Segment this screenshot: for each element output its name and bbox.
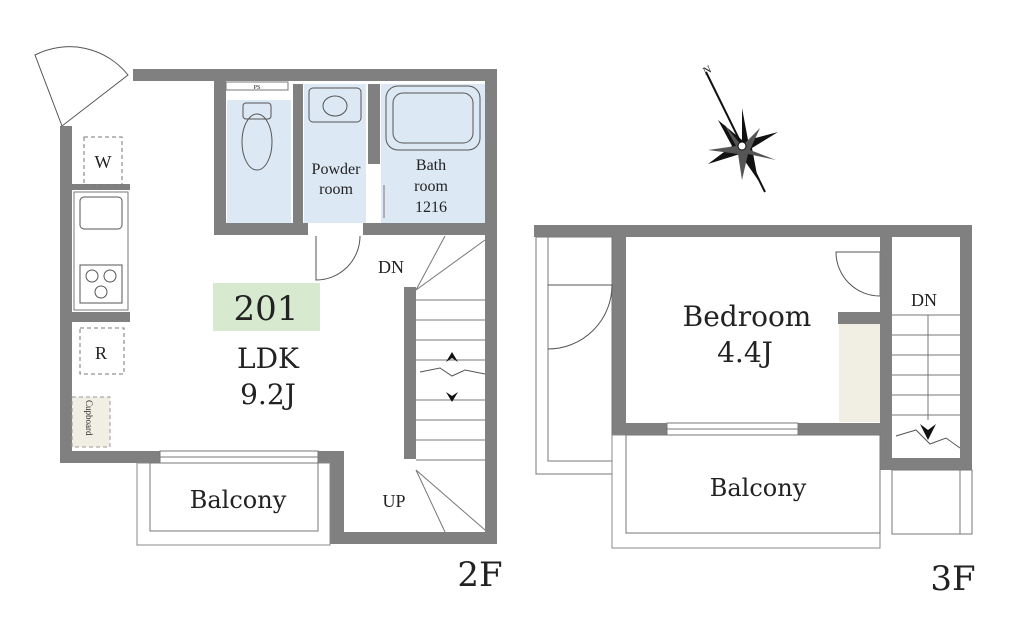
bath-size: 1216 [415, 199, 447, 216]
ps-label: PS [254, 85, 261, 91]
compass-icon [705, 71, 778, 193]
kitchen-sink [79, 196, 123, 230]
unit-number-badge [213, 283, 320, 331]
stair-down-2f: DN [378, 257, 404, 277]
stair-up-2f: UP [382, 491, 405, 511]
powder-label-2: room [319, 181, 353, 198]
bath-room-area [381, 84, 485, 223]
bedroom-name: Bedroom [683, 300, 812, 333]
washer-mark: W [95, 152, 112, 172]
cupboard-label: Cupboard [84, 400, 94, 436]
balcony-label-3f: Balcony [710, 474, 807, 502]
balcony-label-2f: Balcony [190, 486, 287, 514]
powder-room-area [304, 84, 366, 223]
storage-closet [839, 324, 880, 422]
ps-box [225, 81, 289, 91]
floor-3f [534, 225, 973, 549]
toilet [241, 113, 273, 171]
powder-basin [308, 87, 362, 123]
toilet-area [227, 100, 291, 223]
bath-label-1: Bath [416, 157, 446, 174]
stair-down-3f: DN [911, 290, 937, 310]
fridge-space [79, 327, 125, 375]
bath-label-2: room [414, 178, 448, 195]
fridge-mark: R [95, 343, 107, 363]
bathtub [385, 85, 481, 151]
washer-space [83, 136, 123, 186]
compass-north: N [701, 63, 713, 77]
floor-2f: W R Cupboard PS [34, 46, 497, 546]
stair-2f [415, 235, 486, 533]
bedroom-size: 4.4J [717, 336, 773, 369]
unit-number: 201 [234, 289, 299, 329]
cupboard-box [71, 396, 111, 448]
powder-label-1: Powder [312, 161, 362, 178]
ldk-name: LDK [237, 342, 300, 375]
stair-3f [892, 314, 961, 449]
ldk-size: 9.2J [240, 378, 296, 411]
level-2f: 2F [457, 555, 502, 595]
stove [79, 264, 123, 304]
level-3f: 3F [930, 559, 975, 599]
